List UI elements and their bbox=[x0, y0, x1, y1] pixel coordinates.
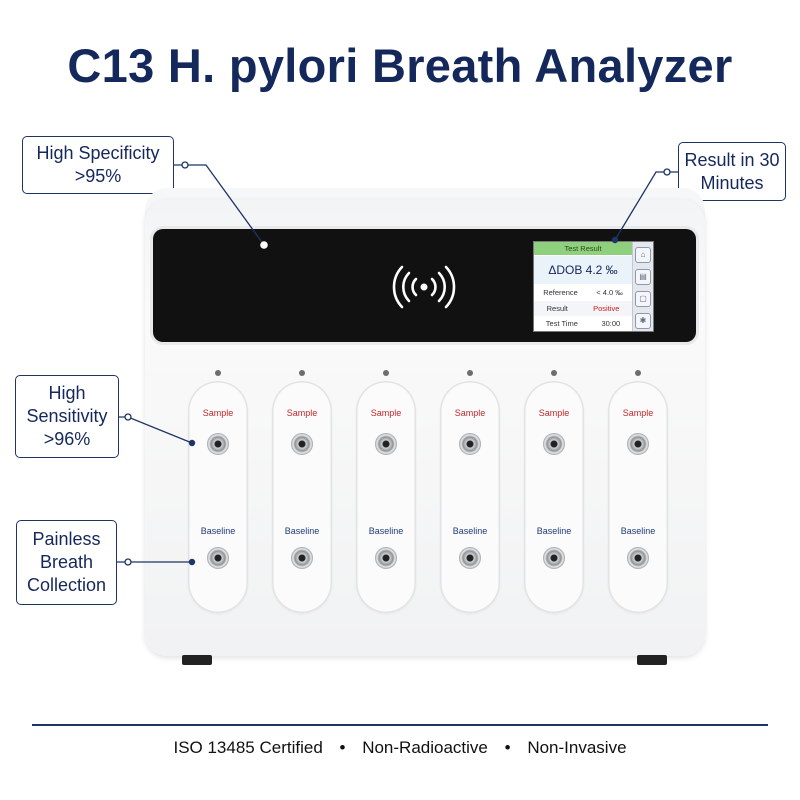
screen-header: Test Result bbox=[534, 242, 632, 255]
callout-result-time: Result in 30 Minutes bbox=[678, 142, 786, 201]
channel-indicator-led bbox=[383, 370, 389, 376]
callout-high-sensitivity: High Sensitivity >96% bbox=[15, 375, 119, 458]
channel-indicator-led bbox=[299, 370, 305, 376]
footer-iso: ISO 13485 Certified bbox=[173, 738, 323, 757]
sample-port-label: Sample bbox=[622, 408, 654, 418]
callout-high-sensitivity-text: High Sensitivity >96% bbox=[26, 383, 108, 449]
baseline-port[interactable] bbox=[291, 547, 313, 569]
baseline-port[interactable] bbox=[207, 547, 229, 569]
baseline-port-label: Baseline bbox=[620, 526, 656, 536]
sample-port[interactable] bbox=[291, 433, 313, 455]
channel-indicator-led bbox=[215, 370, 221, 376]
footer-separator: • bbox=[339, 738, 346, 757]
wireless-icon bbox=[392, 265, 456, 309]
port-channel bbox=[188, 381, 248, 613]
port-channel bbox=[356, 381, 416, 613]
sample-port[interactable] bbox=[375, 433, 397, 455]
channel-indicator-led bbox=[551, 370, 557, 376]
screen-result-label: Result bbox=[546, 304, 568, 313]
channel-indicator-led bbox=[635, 370, 641, 376]
sample-port[interactable] bbox=[627, 433, 649, 455]
screen-reference-row: Reference < 4.0 ‰ bbox=[534, 285, 632, 300]
feature-footer: ISO 13485 Certified • Non-Radioactive • … bbox=[0, 738, 800, 758]
baseline-port-label: Baseline bbox=[368, 526, 404, 536]
footer-non-radioactive: Non-Radioactive bbox=[362, 738, 488, 757]
chart-icon[interactable]: ▤ bbox=[635, 269, 651, 285]
device-foot-left bbox=[182, 655, 212, 665]
baseline-port[interactable] bbox=[627, 547, 649, 569]
screen-reference-label: Reference bbox=[543, 288, 578, 297]
port-channel bbox=[524, 381, 584, 613]
sample-port-label: Sample bbox=[370, 408, 402, 418]
callout-high-specificity: High Specificity >95% bbox=[22, 136, 174, 194]
screen-sidebar: ⌂ ▤ ▢ ✱ bbox=[632, 242, 653, 331]
baseline-port-label: Baseline bbox=[284, 526, 320, 536]
screen-time-row: Test Time 30:00 bbox=[534, 316, 632, 331]
device-foot-right bbox=[637, 655, 667, 665]
sample-port[interactable] bbox=[543, 433, 565, 455]
footer-non-invasive: Non-Invasive bbox=[527, 738, 627, 757]
sample-port-label: Sample bbox=[454, 408, 486, 418]
home-icon[interactable]: ⌂ bbox=[635, 247, 651, 263]
callout-result-time-text: Result in 30 Minutes bbox=[684, 149, 780, 193]
screen-time-value: 30:00 bbox=[601, 319, 621, 328]
screen-result-value: Positive bbox=[593, 304, 620, 313]
port-channel bbox=[608, 381, 668, 613]
sample-port-label: Sample bbox=[286, 408, 318, 418]
baseline-port[interactable] bbox=[543, 547, 565, 569]
sample-port[interactable] bbox=[459, 433, 481, 455]
footer-separator: • bbox=[504, 738, 511, 757]
baseline-port-label: Baseline bbox=[452, 526, 488, 536]
document-icon[interactable]: ▢ bbox=[635, 291, 651, 307]
callout-painless-collection-text: Painless Breath Collection bbox=[26, 529, 107, 595]
port-channel bbox=[440, 381, 500, 613]
baseline-port[interactable] bbox=[375, 547, 397, 569]
channel-indicator-led bbox=[467, 370, 473, 376]
screen-result-row: Result Positive bbox=[534, 301, 632, 316]
baseline-port[interactable] bbox=[459, 547, 481, 569]
footer-divider bbox=[32, 724, 768, 726]
page-title: C13 H. pylori Breath Analyzer bbox=[67, 39, 733, 92]
screen-dob-value: ΔDOB 4.2 ‰ bbox=[534, 256, 632, 284]
callout-high-specificity-text: High Specificity >95% bbox=[36, 143, 160, 186]
sample-port-label: Sample bbox=[538, 408, 570, 418]
settings-icon[interactable]: ✱ bbox=[635, 313, 651, 329]
callout-painless-collection: Painless Breath Collection bbox=[16, 520, 117, 605]
baseline-port-label: Baseline bbox=[200, 526, 236, 536]
sample-port[interactable] bbox=[207, 433, 229, 455]
touch-screen[interactable]: Test Result ΔDOB 4.2 ‰ Reference < 4.0 ‰… bbox=[533, 241, 654, 332]
screen-reference-value: < 4.0 ‰ bbox=[596, 288, 623, 297]
sample-port-label: Sample bbox=[202, 408, 234, 418]
baseline-port-label: Baseline bbox=[536, 526, 572, 536]
screen-time-label: Test Time bbox=[545, 319, 578, 328]
port-channel bbox=[272, 381, 332, 613]
